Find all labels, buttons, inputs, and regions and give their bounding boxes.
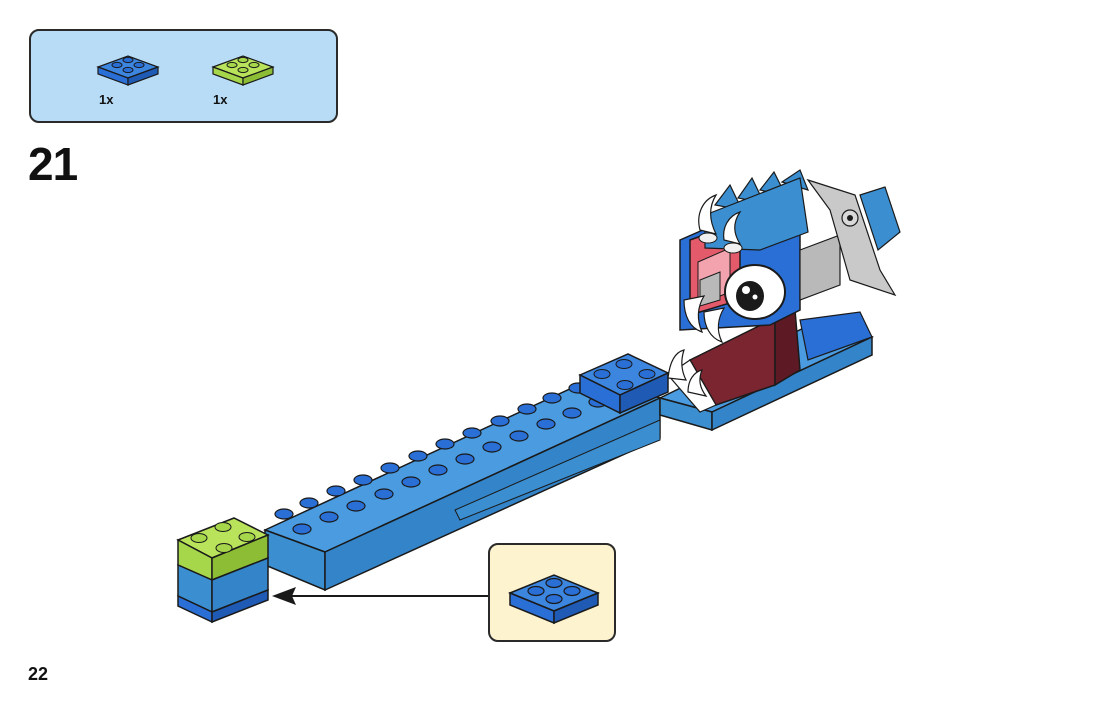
part-quantity: 1x	[99, 92, 114, 107]
dark-blue-plate	[578, 353, 670, 415]
step-number: 21	[28, 138, 78, 190]
plate-2x2-blue-icon	[96, 55, 160, 86]
plate-2x2-blue-icon	[508, 574, 600, 625]
assembly-arrow	[272, 587, 488, 605]
lime-plate	[176, 517, 270, 624]
beam-studs	[274, 382, 608, 535]
page-number: 22	[28, 664, 49, 684]
lower-jaw	[657, 308, 875, 432]
eye-icon	[724, 264, 786, 320]
parts-list-box: 1x 1x	[29, 29, 338, 123]
part-quantity: 1x	[213, 92, 228, 107]
callout-box	[488, 543, 616, 642]
plate-2x2-lime-icon	[211, 55, 275, 86]
